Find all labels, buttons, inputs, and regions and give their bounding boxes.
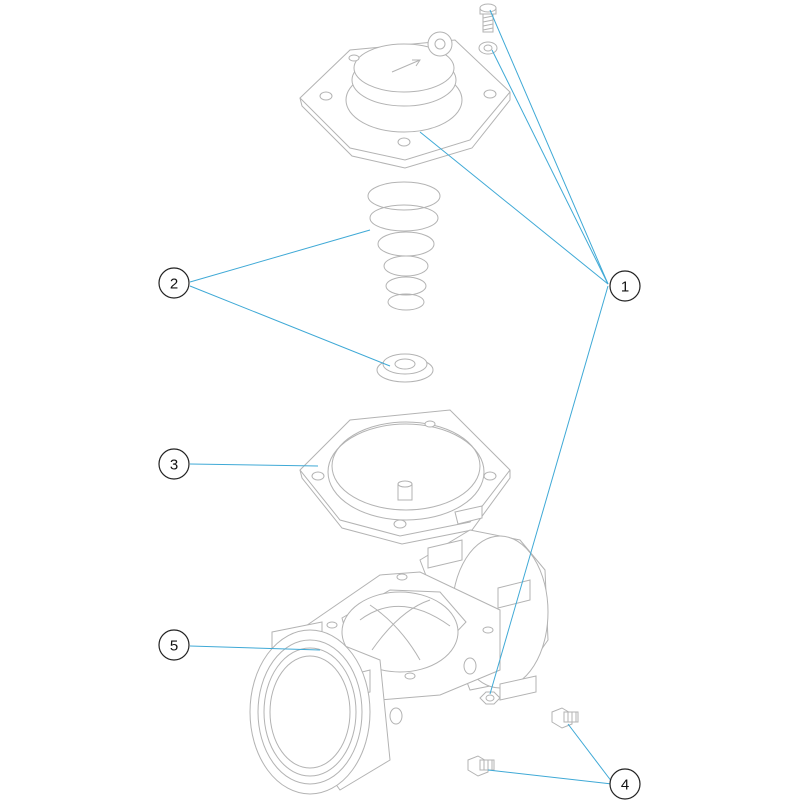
leader-line-3 [189, 463, 319, 467]
spring-retainer [376, 353, 434, 383]
spring [367, 181, 441, 311]
callout-5: 5 [158, 629, 190, 661]
valve-cover [299, 31, 511, 169]
callout-2: 2 [158, 267, 190, 299]
callout-1: 1 [609, 270, 641, 302]
callout-4: 4 [609, 768, 641, 800]
drain-plug-lower [467, 755, 495, 777]
cover-washer [478, 41, 498, 55]
cover-screw [479, 3, 497, 33]
callout-1-label: 1 [621, 279, 629, 296]
callout-2-label: 2 [170, 276, 178, 293]
valve-body [249, 529, 549, 795]
leader-lines-1 [419, 9, 609, 695]
callout-4-label: 4 [621, 777, 629, 794]
leader-lines-2 [189, 229, 391, 367]
leader-lines-4 [487, 723, 613, 785]
leader-line-5 [189, 645, 321, 651]
callout-5-label: 5 [170, 638, 178, 655]
drain-plug-upper [551, 707, 579, 729]
callout-3-label: 3 [170, 457, 178, 474]
diaphragm [299, 409, 511, 545]
body-nut [479, 691, 501, 705]
callout-3: 3 [158, 448, 190, 480]
